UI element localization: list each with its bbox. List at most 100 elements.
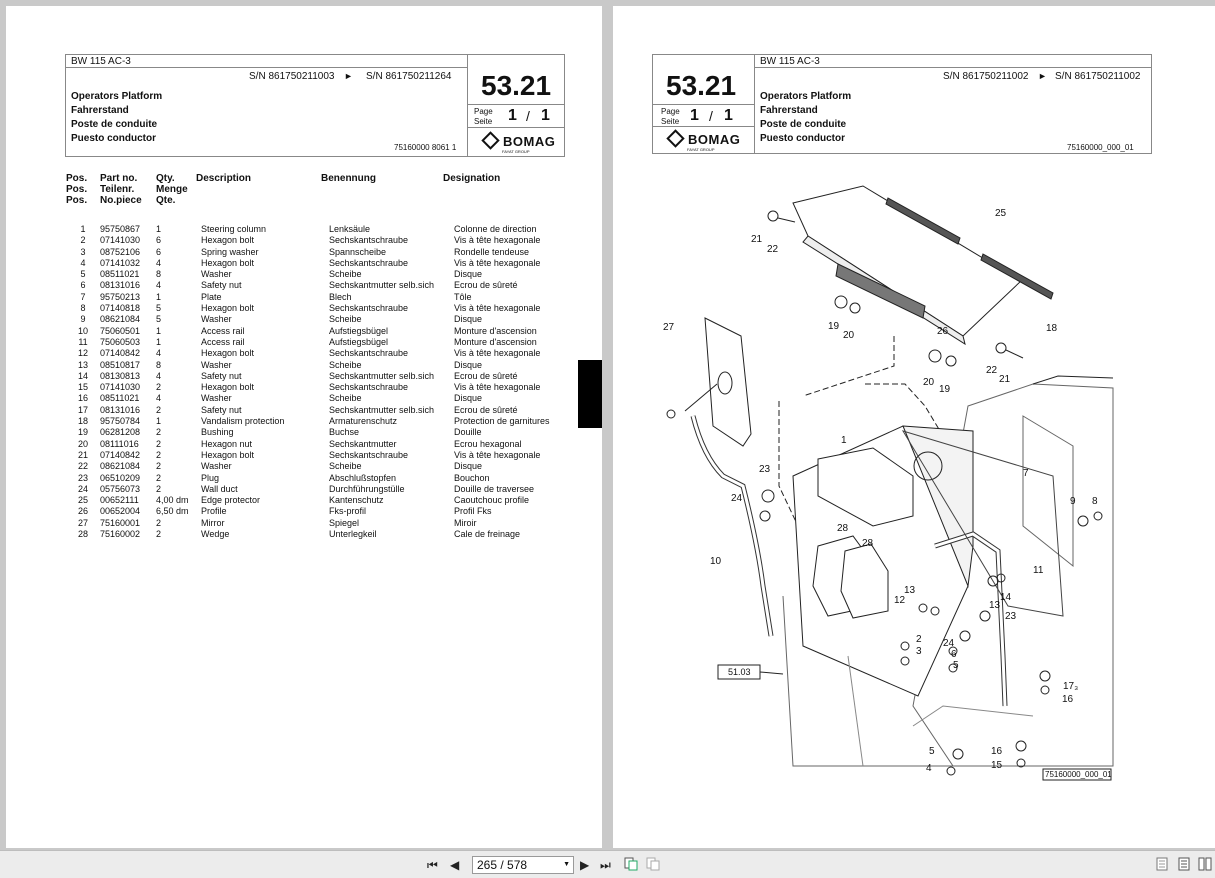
- cell-part-no: 95750867: [100, 224, 141, 234]
- cell-description: Hexagon bolt: [201, 348, 255, 359]
- cell-pos: 19: [77, 427, 88, 438]
- last-page-button[interactable]: ⏭: [600, 858, 611, 872]
- cell-pos: 21: [77, 449, 88, 460]
- cell-description: Wedge: [201, 529, 230, 540]
- cell-benennung: Abschlußstopfen: [329, 472, 397, 483]
- callout-26: 26: [937, 326, 949, 337]
- callout-27: 27: [663, 322, 675, 333]
- cell-part-no: 08111016: [100, 438, 139, 449]
- callout-7: 7: [1023, 468, 1029, 479]
- cell-benennung: Scheibe: [329, 314, 362, 325]
- cell-description: Profile: [201, 506, 227, 517]
- left-page: BW 115 AC-3 S/N 861750211003 ► S/N 86175…: [6, 6, 602, 848]
- doc-code-right: 75160000_000_01: [1067, 143, 1134, 152]
- cell-qty: 4: [156, 370, 162, 381]
- callout-14: 14: [1000, 592, 1012, 603]
- cell-qty: 2: [156, 517, 162, 528]
- cell-designation: Monture d'ascension: [454, 336, 537, 347]
- continuous-view-icon[interactable]: [1178, 857, 1190, 874]
- title-fr: Poste de conduite: [71, 119, 158, 130]
- cell-pos: 27: [77, 517, 88, 528]
- cell-description: Hexagon nut: [201, 438, 253, 449]
- callout-17: 17₃: [1063, 681, 1079, 692]
- cell-description: Edge protector: [201, 495, 261, 506]
- col-header-benennung: Benennung: [321, 173, 376, 184]
- title-en: Operators Platform: [71, 91, 163, 102]
- cell-designation: Douille de traversee: [454, 483, 535, 494]
- page-dropdown-icon[interactable]: ▼: [563, 861, 570, 868]
- cell-qty: 2: [156, 449, 162, 460]
- callout-3: 3: [916, 646, 922, 657]
- model-name: BW 115 AC-3: [71, 56, 131, 67]
- cell-qty: 2: [156, 382, 162, 393]
- callout-25: 25: [995, 208, 1007, 219]
- callout-13b: 13: [989, 600, 1001, 611]
- cell-pos: 1: [80, 224, 86, 234]
- cell-benennung: Sechskantmutter selb.sich: [329, 370, 435, 381]
- two-page-view-icon[interactable]: [1198, 857, 1212, 874]
- page-total-right: 1: [724, 107, 733, 124]
- cell-designation: Vis à tête hexagonale: [454, 382, 541, 393]
- cell-designation: Profil Fks: [454, 506, 492, 517]
- cell-pos: 16: [77, 393, 88, 404]
- callout-24: 24: [731, 493, 743, 504]
- callout-16b: 16: [991, 746, 1003, 757]
- history-forward-icon[interactable]: [646, 857, 660, 874]
- cell-pos: 24: [77, 483, 88, 494]
- cell-description: Plate: [201, 291, 222, 302]
- prev-page-button[interactable]: ◀: [450, 858, 460, 872]
- cell-pos: 15: [77, 382, 88, 393]
- cell-pos: 3: [80, 246, 86, 257]
- page-sep-right: /: [709, 108, 713, 124]
- drawing-id: 75160000_000_01: [1045, 770, 1112, 779]
- cell-description: Safety nut: [201, 404, 242, 415]
- callout-11: 11: [1033, 565, 1044, 576]
- cell-benennung: Sechskantschraube: [329, 449, 409, 460]
- cell-pos: 26: [77, 506, 88, 517]
- callout-19b: 19: [939, 384, 951, 395]
- cell-description: Access rail: [201, 336, 245, 347]
- callout-12: 12: [894, 595, 906, 606]
- first-page-button[interactable]: ⏮: [427, 858, 438, 872]
- cell-designation: Ecrou de sûreté: [454, 280, 518, 291]
- cell-pos: 18: [77, 416, 88, 427]
- page-number-input[interactable]: 265 / 578 ▼: [472, 856, 574, 874]
- section-number: 53.21: [481, 70, 552, 101]
- cell-part-no: 06281208: [100, 427, 141, 438]
- cell-description: Access rail: [201, 325, 245, 336]
- callout-9: 9: [1070, 496, 1076, 507]
- history-back-icon[interactable]: [624, 857, 638, 874]
- cell-description: Bushing: [201, 427, 234, 438]
- cell-qty: 1: [156, 336, 162, 347]
- cell-pos: 14: [77, 370, 88, 381]
- cell-part-no: 00652111: [100, 495, 139, 506]
- section-number-right: 53.21: [666, 70, 737, 101]
- cell-benennung: Sechskantschraube: [329, 348, 409, 359]
- cell-qty: 8: [156, 359, 162, 370]
- page-sep: /: [526, 108, 530, 124]
- cell-part-no: 95750213: [100, 291, 141, 302]
- single-page-view-icon[interactable]: [1156, 857, 1168, 874]
- cell-part-no: 07140842: [100, 449, 141, 460]
- cell-qty: 2: [156, 404, 162, 415]
- cell-description: Hexagon bolt: [201, 303, 255, 314]
- callout-19: 19: [828, 321, 840, 332]
- cell-qty: 6: [156, 246, 162, 257]
- cell-qty: 2: [156, 438, 162, 449]
- cell-qty: 2: [156, 461, 162, 472]
- next-page-button[interactable]: ▶: [580, 858, 590, 872]
- cell-qty: 4: [156, 393, 162, 404]
- cell-pos: 25: [77, 495, 88, 506]
- cell-qty: 4: [156, 257, 162, 268]
